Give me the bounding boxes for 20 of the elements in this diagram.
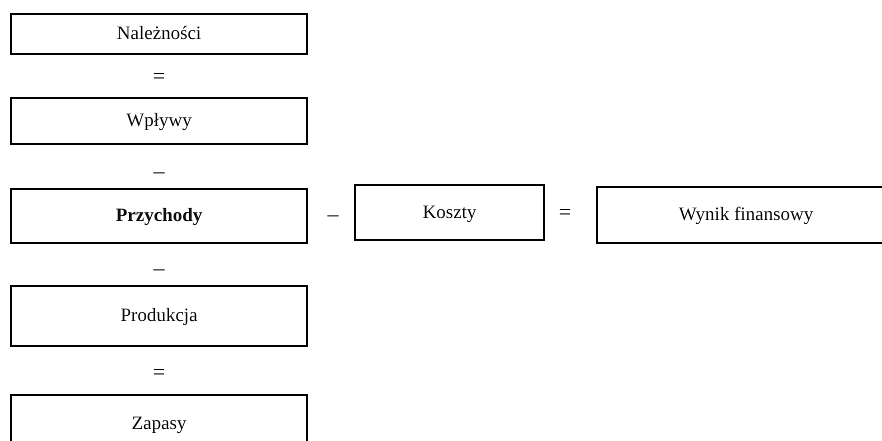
operator-sign: – (328, 203, 338, 225)
box-label: Zapasy (132, 413, 186, 435)
text-box (10, 188, 308, 244)
text-box (596, 186, 882, 244)
box-label: Przychody (116, 205, 202, 227)
operator-sign: = (152, 65, 166, 87)
box-label: Produkcja (120, 305, 198, 327)
operator-sign: = (152, 361, 166, 383)
operator-sign: – (154, 257, 164, 279)
text-box (10, 97, 308, 145)
text-box (10, 285, 308, 347)
text-box (354, 184, 545, 241)
text-box (10, 394, 308, 441)
text-box (10, 13, 308, 55)
box-label: Wpływy (126, 110, 192, 132)
box-label: Koszty (422, 202, 476, 224)
box-label: Należności (116, 23, 202, 45)
operator-sign: = (558, 201, 572, 223)
operator-sign: – (154, 160, 164, 182)
box-label: Wynik finansowy (678, 204, 814, 226)
